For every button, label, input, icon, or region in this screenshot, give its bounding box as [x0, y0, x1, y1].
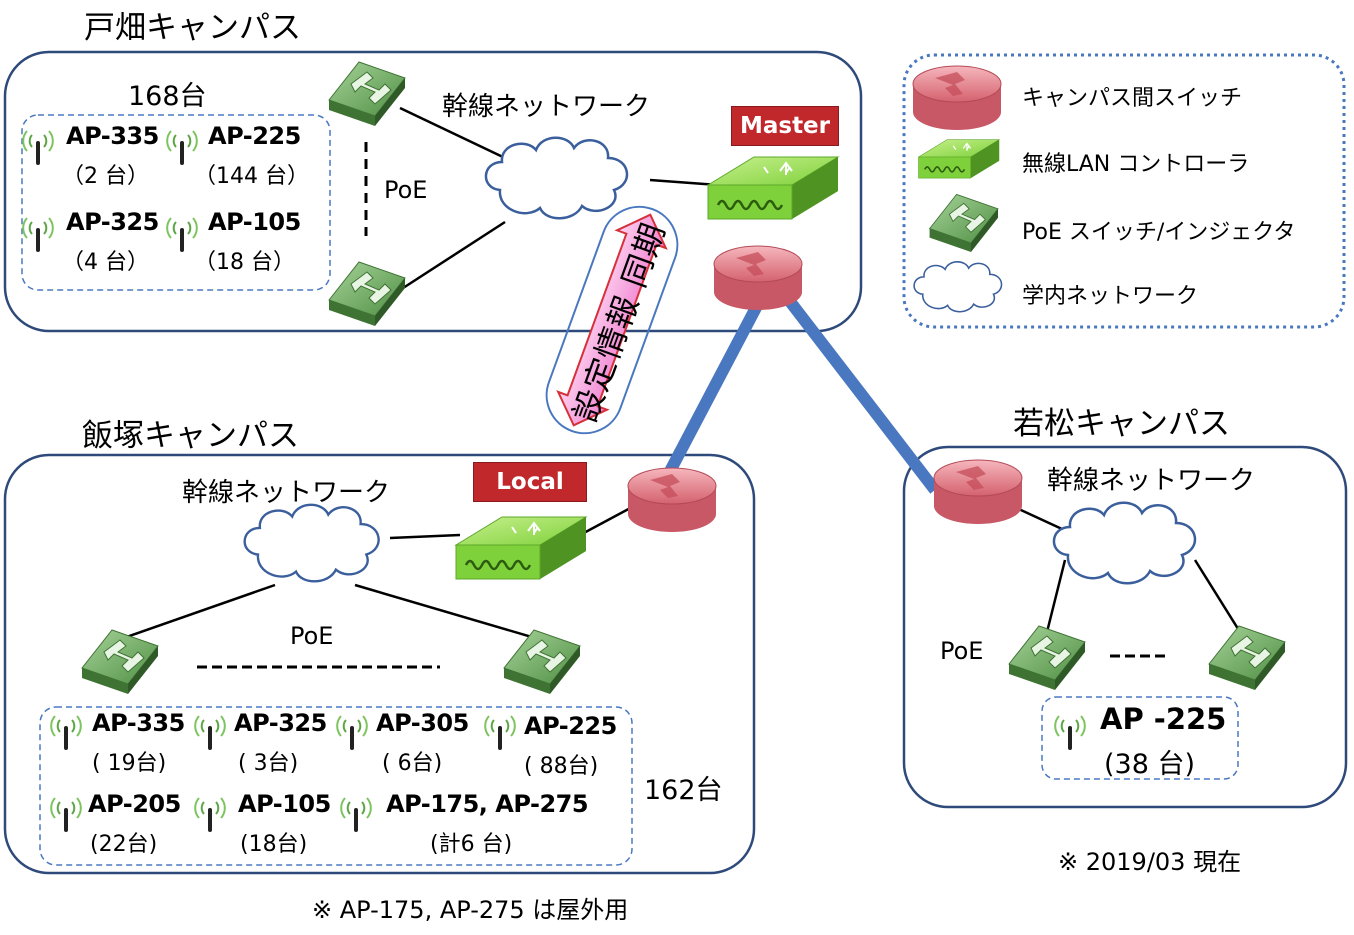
ap-quantity: (計6 台)	[430, 832, 513, 857]
wakamatsu-backbone-label: 幹線ネットワーク	[1047, 466, 1256, 496]
ap-model: AP-205	[88, 790, 181, 818]
sync-arrow	[545, 205, 679, 435]
ap-quantity: ( 19台)	[92, 751, 167, 776]
poe-switch-icon	[1208, 625, 1286, 691]
legend-router-label: キャンパス間スイッチ	[1022, 86, 1243, 111]
iizuka-ap-group	[39, 706, 633, 866]
poe-switch-icon	[503, 629, 581, 695]
tobata-ap-count: 168台	[128, 81, 207, 112]
wakamatsu-title: 若松キャンパス	[1013, 406, 1230, 442]
wlan-controller-icon	[917, 138, 1000, 179]
ap-icon	[193, 796, 227, 832]
link-tobata-iizuka	[662, 297, 766, 478]
ap-model: AP-325	[66, 208, 159, 236]
ap-icon	[49, 796, 83, 832]
ap-icon	[193, 714, 227, 750]
ap-quantity: （144 台）	[194, 164, 309, 189]
poe-switch-icon	[328, 61, 406, 127]
ap-icon	[49, 714, 83, 750]
ap-model: AP-325	[234, 709, 327, 737]
tobata-backbone-label: 幹線ネットワーク	[442, 92, 651, 122]
cloud-icon	[913, 261, 1003, 313]
ap-quantity: （18 台）	[194, 250, 295, 275]
ap-model: AP-335	[66, 122, 159, 150]
ap-quantity: ( 6台)	[382, 751, 443, 776]
wlan-controller-icon	[706, 155, 840, 221]
wakamatsu-ap-group	[1041, 696, 1239, 780]
wlan-controller-icon	[454, 515, 588, 581]
cloud-icon	[1052, 501, 1197, 585]
local-badge: Local	[473, 462, 587, 502]
wakamatsu-poe-label: PoE	[940, 637, 984, 665]
master-badge: Master	[731, 106, 839, 146]
tobata-ap-group	[21, 114, 331, 291]
poe-switch-icon	[1008, 625, 1086, 691]
router-icon	[912, 65, 1002, 131]
ap-icon	[21, 216, 55, 252]
ap-icon	[165, 216, 199, 252]
ap-quantity: （4 台）	[62, 250, 149, 275]
ap-model: AP-335	[92, 709, 185, 737]
ap-quantity: ( 3台)	[238, 751, 299, 776]
ap-icon	[339, 796, 373, 832]
ap-quantity: (18台)	[240, 832, 308, 857]
wakamatsu-campus-box	[902, 445, 1348, 809]
ap-icon	[165, 129, 199, 165]
router-icon	[933, 459, 1023, 525]
ap-icon	[1053, 714, 1087, 750]
iizuka-poe-label: PoE	[290, 622, 334, 650]
router-icon	[627, 467, 717, 533]
ap-icon	[483, 714, 517, 750]
ap-model: AP-105	[238, 790, 331, 818]
legend-box	[902, 53, 1346, 329]
tobata-title: 戸畑キャンパス	[84, 10, 301, 46]
ap-quantity: (22台)	[90, 832, 158, 857]
ap-model: AP-225	[524, 712, 617, 740]
tobata-campus-box	[3, 50, 863, 333]
iizuka-ap-count: 162台	[644, 775, 723, 806]
iizuka-campus-box	[3, 453, 756, 875]
ap-quantity: ( 88台)	[524, 754, 599, 779]
router-icon	[713, 245, 803, 311]
ap-model: AP-175, AP-275	[386, 790, 589, 818]
legend-controller-label: 無線LAN コントローラ	[1022, 152, 1250, 177]
poe-switch-icon	[81, 629, 159, 695]
ap-model: AP-225	[208, 122, 301, 150]
poe-switch-icon	[929, 193, 999, 253]
ap-icon	[335, 714, 369, 750]
date-note: ※ 2019/03 現在	[1058, 848, 1242, 876]
tobata-poe-label: PoE	[384, 176, 428, 204]
legend-poe-label: PoE スイッチ/インジェクタ	[1022, 220, 1296, 245]
iizuka-title: 飯塚キャンパス	[82, 418, 299, 454]
cloud-icon	[243, 503, 380, 583]
ap-quantity: （2 台）	[62, 164, 149, 189]
outdoor-note: ※ AP-175, AP-275 は屋外用	[312, 896, 629, 924]
ap-model: AP-105	[208, 208, 301, 236]
ap-model: AP -225	[1100, 702, 1227, 736]
ap-icon	[21, 129, 55, 165]
link-tobata-wakamatsu	[780, 291, 940, 494]
legend-cloud-label: 学内ネットワーク	[1022, 284, 1199, 309]
poe-switch-icon	[328, 261, 406, 327]
ap-quantity: (38 台)	[1104, 749, 1196, 780]
ap-model: AP-305	[376, 709, 469, 737]
iizuka-backbone-label: 幹線ネットワーク	[182, 478, 391, 508]
cloud-icon	[484, 136, 629, 220]
